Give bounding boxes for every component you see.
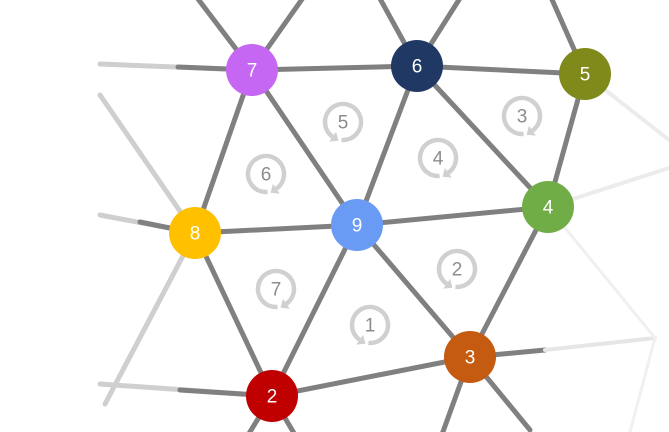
cycle-arrow-icon xyxy=(417,137,459,179)
edge-4-3 xyxy=(467,204,551,360)
edge-6-5 xyxy=(414,63,588,77)
node-label: 6 xyxy=(412,57,423,78)
cycle-arrowhead-icon xyxy=(443,278,453,289)
node-5: 5 xyxy=(559,48,611,100)
node-6: 6 xyxy=(391,40,443,92)
outer-edge xyxy=(543,336,657,352)
cycle-marker-6: 6 xyxy=(245,153,287,195)
cycle-arrowhead-icon xyxy=(329,131,339,142)
node-label: 8 xyxy=(190,224,201,245)
outer-edge xyxy=(102,230,198,407)
cycle-arrowhead-icon xyxy=(270,183,280,194)
cycle-marker-4: 4 xyxy=(417,137,459,179)
node-label: 9 xyxy=(352,216,363,237)
cycle-label: 5 xyxy=(338,113,349,134)
cycle-markers: 1 2 3 4 5 6 7 xyxy=(245,95,543,346)
cycle-label: 2 xyxy=(452,260,463,281)
node-circle xyxy=(331,199,383,251)
cycle-marker-2: 2 xyxy=(436,248,478,290)
edge-7-8 xyxy=(192,67,255,236)
edge-6-4 xyxy=(414,63,551,210)
cycle-arrow-icon xyxy=(322,101,364,143)
graph-nodes: 7 6 5 8 9 4 2 3 xyxy=(169,40,611,422)
node-4: 4 xyxy=(522,181,574,233)
node-label: 2 xyxy=(267,387,278,408)
cycle-label: 6 xyxy=(261,165,272,186)
cycle-marker-5: 5 xyxy=(322,101,364,143)
edge-6-9 xyxy=(354,63,420,228)
node-circle xyxy=(226,44,278,96)
cycle-arrow-icon xyxy=(436,248,478,290)
node-circle xyxy=(391,40,443,92)
cycle-arrowhead-icon xyxy=(280,298,290,309)
outer-edge xyxy=(546,205,657,340)
edge-2-3 xyxy=(269,354,473,399)
node-3: 3 xyxy=(444,331,496,383)
node-9: 9 xyxy=(331,199,383,251)
node-circle xyxy=(246,370,298,422)
node-8: 8 xyxy=(169,207,221,259)
outer-edge xyxy=(628,336,657,432)
node-label: 4 xyxy=(543,198,554,219)
node-label: 7 xyxy=(247,61,258,82)
cycle-arrow-icon xyxy=(255,268,297,310)
cycle-label: 7 xyxy=(271,280,282,301)
cycle-arrowhead-icon xyxy=(442,167,452,178)
cycle-arrowhead-icon xyxy=(356,334,366,345)
node-7: 7 xyxy=(226,44,278,96)
cycle-marker-3: 3 xyxy=(501,95,543,137)
node-circle xyxy=(444,331,496,383)
edge-9-4 xyxy=(354,204,551,228)
graph-edges xyxy=(192,63,588,399)
edge-7-9 xyxy=(249,67,360,228)
cycle-marker-7: 7 xyxy=(255,268,297,310)
node-circle xyxy=(169,207,221,259)
edge-9-2 xyxy=(269,222,360,399)
cycle-label: 4 xyxy=(433,149,444,170)
node-circle xyxy=(559,48,611,100)
cycle-arrow-icon xyxy=(501,95,543,137)
node-2: 2 xyxy=(246,370,298,422)
node-label: 3 xyxy=(465,348,476,369)
cycle-arrow-icon xyxy=(245,153,287,195)
cycle-label: 3 xyxy=(517,107,528,128)
edge-8-9 xyxy=(192,222,360,236)
outer-edge xyxy=(97,92,198,236)
cycle-arrow-icon xyxy=(349,304,391,346)
node-circle xyxy=(522,181,574,233)
node-label: 5 xyxy=(580,65,591,86)
edge-8-2 xyxy=(192,230,275,399)
cycle-label: 1 xyxy=(365,316,376,337)
edge-7-6 xyxy=(249,63,420,73)
cycle-marker-1: 1 xyxy=(349,304,391,346)
cycle-arrowhead-icon xyxy=(526,125,536,136)
edge-9-3 xyxy=(354,222,473,360)
